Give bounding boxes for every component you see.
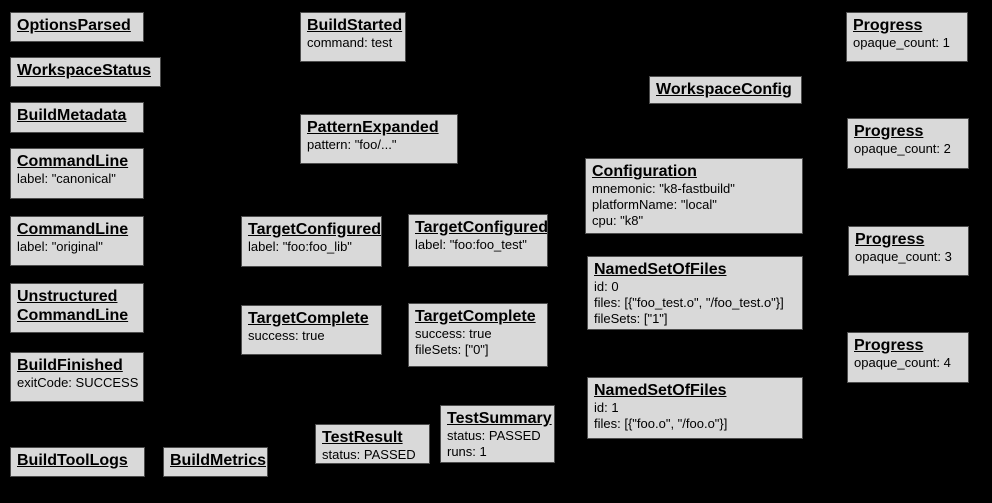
node-field: files: [{"foo.o", "/foo.o"}] bbox=[594, 416, 728, 431]
node-title: WorkspaceStatus bbox=[17, 62, 151, 79]
node-field: opaque_count: 3 bbox=[855, 249, 952, 264]
node-title: TargetComplete bbox=[248, 310, 369, 327]
event-node-workspace-config: WorkspaceConfig bbox=[649, 76, 802, 104]
node-title: Progress bbox=[854, 123, 924, 140]
node-field: success: true bbox=[248, 328, 325, 343]
node-field: cpu: "k8" bbox=[592, 213, 644, 228]
node-field: status: PASSED bbox=[447, 428, 541, 443]
node-field: exitCode: SUCCESS bbox=[17, 375, 139, 390]
node-field: runs: 1 bbox=[447, 444, 487, 459]
node-title: CommandLine bbox=[17, 221, 129, 238]
event-node-workspace-status: WorkspaceStatus bbox=[10, 57, 161, 87]
event-node-build-tool-logs: BuildToolLogs bbox=[10, 447, 145, 477]
node-field: status: PASSED bbox=[322, 447, 416, 462]
node-field: label: "original" bbox=[17, 239, 103, 254]
node-title: Configuration bbox=[592, 163, 697, 180]
node-field: fileSets: ["1"] bbox=[594, 311, 668, 326]
node-field: label: "canonical" bbox=[17, 171, 116, 186]
node-title: TargetConfigured bbox=[248, 221, 382, 238]
node-title: TestResult bbox=[322, 429, 403, 446]
node-title: TestSummary bbox=[447, 410, 552, 427]
node-title: TargetConfigured bbox=[415, 219, 548, 236]
node-field: files: [{"foo_test.o", "/foo_test.o"}] bbox=[594, 295, 784, 310]
node-title: BuildMetadata bbox=[17, 107, 127, 124]
node-field: label: "foo:foo_test" bbox=[415, 237, 527, 252]
node-field: label: "foo:foo_lib" bbox=[248, 239, 352, 254]
node-field: fileSets: ["0"] bbox=[415, 342, 489, 357]
node-title: CommandLine bbox=[17, 307, 129, 324]
node-field: id: 1 bbox=[594, 400, 619, 415]
node-field: platformName: "local" bbox=[592, 197, 717, 212]
node-title: Progress bbox=[855, 231, 925, 248]
node-title: Progress bbox=[854, 337, 924, 354]
node-title: CommandLine bbox=[17, 153, 129, 170]
node-title: NamedSetOfFiles bbox=[594, 382, 727, 399]
node-field: pattern: "foo/..." bbox=[307, 137, 397, 152]
node-field: success: true bbox=[415, 326, 492, 341]
node-title: BuildStarted bbox=[307, 17, 403, 34]
node-title: OptionsParsed bbox=[17, 17, 131, 34]
node-title: Unstructured bbox=[17, 288, 118, 305]
node-title: BuildToolLogs bbox=[17, 452, 128, 469]
node-title: PatternExpanded bbox=[307, 119, 439, 136]
node-title: Progress bbox=[853, 17, 923, 34]
node-field: mnemonic: "k8-fastbuild" bbox=[592, 181, 735, 196]
node-title: NamedSetOfFiles bbox=[594, 261, 727, 278]
event-node-build-metrics: BuildMetrics bbox=[163, 447, 268, 477]
node-title: BuildMetrics bbox=[170, 452, 267, 469]
node-title: TargetComplete bbox=[415, 308, 536, 325]
node-field: opaque_count: 4 bbox=[854, 355, 951, 370]
event-node-options-parsed: OptionsParsed bbox=[10, 12, 144, 42]
node-field: command: test bbox=[307, 35, 393, 50]
node-title: WorkspaceConfig bbox=[656, 81, 792, 98]
event-node-build-metadata: BuildMetadata bbox=[10, 102, 144, 133]
node-field: opaque_count: 2 bbox=[854, 141, 951, 156]
node-field: id: 0 bbox=[594, 279, 619, 294]
node-field: opaque_count: 1 bbox=[853, 35, 950, 50]
node-title: BuildFinished bbox=[17, 357, 123, 374]
